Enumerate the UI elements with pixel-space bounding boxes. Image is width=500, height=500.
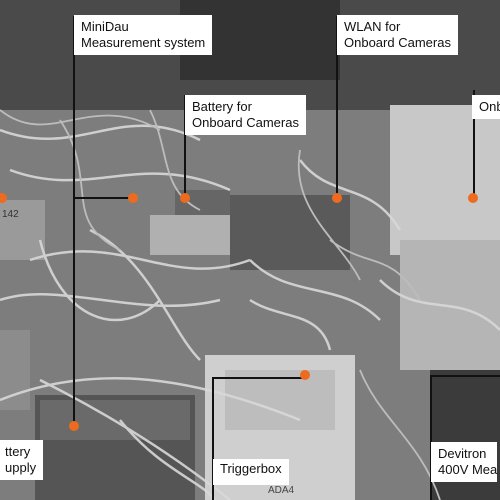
minidau-marker — [128, 193, 138, 203]
wlan-leader-line — [336, 16, 338, 198]
label-onboard-partial: Onb — [472, 95, 500, 119]
minidau-leader-branch — [73, 197, 133, 199]
onboard-unit-box — [390, 105, 500, 255]
battery-supply-marker — [0, 193, 7, 203]
label-battery-supply-partial: ttery upply — [0, 440, 44, 480]
label-wlan: WLAN for Onboard Cameras — [337, 15, 458, 55]
label-battery: Battery for Onboard Cameras — [185, 95, 306, 135]
triggerbox-leader-branch — [212, 377, 305, 379]
onboard-marker — [468, 193, 478, 203]
minidau-leader-line — [73, 16, 75, 428]
onboard-leader-line — [473, 90, 475, 198]
label-devitron: Devitron 400V Mea — [431, 442, 498, 482]
label-triggerbox: Triggerbox — [213, 459, 289, 485]
device-number-text: 142 — [2, 209, 19, 220]
triggerbox-leader-line — [212, 377, 214, 500]
devitron-leader-line — [430, 375, 432, 500]
devitron-leader-branch — [430, 375, 500, 377]
wlan-marker — [332, 193, 342, 203]
triggerbox-marker — [300, 370, 310, 380]
minidau-rack-marker — [69, 421, 79, 431]
battery-leader-line — [184, 95, 186, 198]
label-minidau: MiniDau Measurement system — [74, 15, 213, 55]
wlan-device — [230, 195, 350, 270]
device-model-text: ADA4 — [268, 485, 295, 496]
battery-marker — [180, 193, 190, 203]
